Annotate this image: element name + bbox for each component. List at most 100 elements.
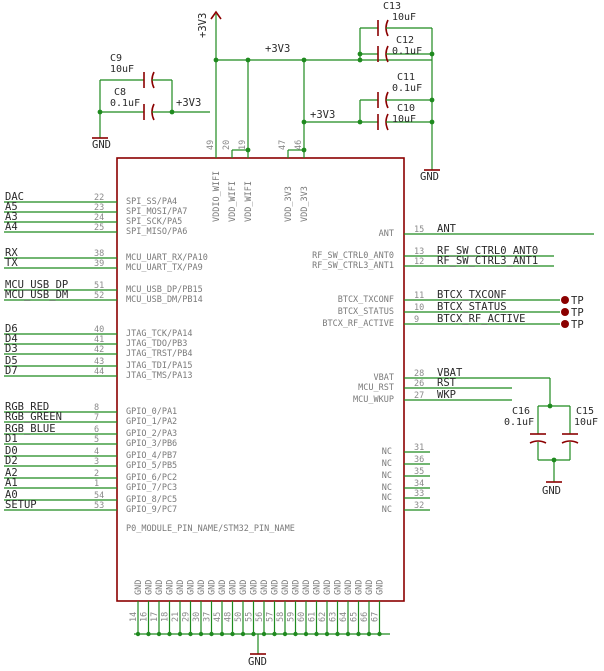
junction-dot: [356, 631, 361, 637]
pin-label: GND: [166, 580, 176, 595]
pin-number: 56: [255, 612, 265, 622]
pin-label: GPIO_6/PC2: [126, 473, 177, 483]
pin-number: 37: [203, 612, 213, 622]
net-label: D3: [5, 343, 18, 355]
net-label: RGB_BLUE: [5, 423, 56, 435]
gnd-rail-bottom: GND: [134, 633, 390, 668]
pin-label: MCU_USB_DM/PB14: [126, 295, 203, 305]
pin-number: 7: [94, 413, 99, 423]
pin-label: GPIO_4/PB7: [126, 451, 177, 461]
pin-label: GND: [134, 580, 144, 595]
pin-number: 42: [94, 345, 104, 355]
power-label-top: +3V3: [265, 43, 290, 55]
nc-label: NC: [382, 483, 392, 493]
power-label-c11: +3V3: [310, 109, 335, 121]
junction-dot: [230, 631, 235, 637]
pin-number: 26: [414, 379, 424, 389]
pin-number: 63: [329, 612, 339, 622]
pin-number: 65: [350, 612, 360, 622]
pin-number: 61: [308, 612, 318, 622]
pin-number: 22: [94, 193, 104, 203]
pin-number: 57: [266, 612, 276, 622]
test-point-icon: [561, 296, 569, 304]
net-label: D2: [5, 455, 18, 467]
net-label: RST: [437, 377, 457, 389]
pin-number: 15: [414, 225, 424, 235]
gnd-pins: GND14GND16GND17GND18GND21GND29GND30GND37…: [129, 580, 386, 637]
pin-number: 58: [276, 612, 286, 622]
left-pin-42: D3 42 JTAG_TRST/PB4: [4, 343, 193, 359]
pin-label: RF_SW_CTRL3_ANT1: [312, 261, 394, 271]
module-box: [116, 157, 405, 602]
net-label: A2: [5, 467, 18, 479]
pin-number: 14: [129, 612, 139, 622]
top-pins: 49VDDIO_WIFI20VDD_WIFI19VDD_WIFI47VDD_3V…: [206, 140, 310, 222]
net-label: A3: [5, 211, 18, 223]
power-label-vertical: +3V3: [197, 13, 209, 38]
pin-number: 20: [222, 140, 232, 150]
pin-label: MCU_UART_TX/PA9: [126, 263, 203, 273]
pin-number: 11: [414, 291, 424, 301]
net-label: TX: [5, 257, 18, 269]
pin-number: 35: [414, 467, 424, 477]
junction-dot: [219, 631, 225, 637]
net-label: D5: [5, 355, 18, 367]
junction-dot: [167, 631, 172, 637]
pin-number: 8: [94, 403, 99, 413]
junction-dot: [188, 631, 193, 637]
net-label: A5: [5, 201, 18, 213]
pin-label: GPIO_2/PA3: [126, 429, 177, 439]
junction-dot: [366, 631, 372, 637]
test-point-icon: [561, 320, 569, 328]
net-label: RF_SW_CTRL0_ANT0: [437, 245, 538, 257]
pin-number: 24: [94, 213, 104, 223]
pin-number: 25: [94, 223, 104, 233]
module-label: P0_MODULE_PIN_NAME/STM32_PIN_NAME: [126, 524, 295, 534]
net-label: A4: [5, 221, 18, 233]
pin-number: 19: [238, 140, 248, 150]
net-label: RF_SW_CTRL3_ANT1: [437, 255, 538, 267]
top-power-net: +3V3 +3V3 +3V3: [197, 10, 432, 158]
pin-number: 9: [414, 315, 419, 325]
c13-value: 10uF: [392, 12, 416, 23]
power-label-c8: +3V3: [176, 97, 201, 109]
test-point-label: TP: [571, 307, 584, 319]
pin-number: 52: [94, 291, 104, 301]
pin-label: JTAG_TMS/PA13: [126, 371, 193, 381]
junction-dot: [345, 631, 351, 637]
pin-label: ANT: [379, 229, 394, 239]
pin-number: 1: [94, 479, 99, 489]
pin-number: 40: [94, 325, 104, 335]
junction-dot: [135, 631, 141, 637]
pin-number: 21: [171, 612, 181, 622]
capacitor-pair-c11-c10: C11 0.1uF C10 10uF GND: [357, 72, 440, 183]
gnd-label-c8: GND: [92, 139, 111, 151]
nc-label: NC: [382, 447, 392, 457]
pin-label: VBAT: [374, 373, 394, 383]
pin-label: JTAG_TRST/PB4: [126, 349, 193, 359]
pin-number: 13: [414, 247, 424, 257]
pin-label: GPIO_7/PC3: [126, 483, 177, 493]
